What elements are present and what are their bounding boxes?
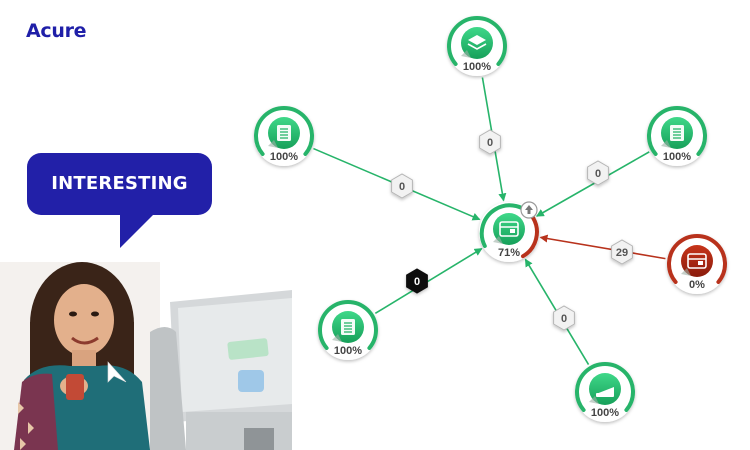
edge-upper-right[interactable] <box>535 151 650 217</box>
node-tail <box>461 50 471 58</box>
window-icon <box>499 221 519 237</box>
node-tail <box>681 268 691 276</box>
edge-right[interactable] <box>539 234 666 260</box>
upload-icon[interactable] <box>520 201 538 219</box>
document-icon <box>670 125 684 141</box>
health-ring <box>575 362 635 412</box>
layers-icon <box>467 35 487 50</box>
node-tail <box>493 236 503 244</box>
node-tail <box>589 396 599 404</box>
edge-count-badge[interactable]: 0 <box>406 268 428 294</box>
service-node-upper-left[interactable]: 100% <box>254 106 314 166</box>
hub-node[interactable]: 71% <box>479 201 539 262</box>
edge-count: 29 <box>616 247 628 259</box>
edge-count: 0 <box>414 276 420 288</box>
node-tail <box>268 140 278 148</box>
service-node-upper-right[interactable]: 100% <box>647 106 707 166</box>
node-core <box>681 245 713 277</box>
health-ring <box>447 16 507 66</box>
edge-count-badge[interactable]: 0 <box>553 305 575 331</box>
node-percent: 100% <box>270 151 298 163</box>
service-node-right[interactable]: 0% <box>667 234 727 294</box>
health-ring-error <box>521 216 539 259</box>
brand-logo: Acure <box>26 20 87 42</box>
node-tail <box>661 140 671 148</box>
node-core <box>493 213 525 245</box>
health-ring <box>254 106 314 156</box>
node-percent: 100% <box>334 345 362 357</box>
health-ring <box>647 106 707 156</box>
edge-count-badge[interactable]: 0 <box>391 173 413 199</box>
health-ring <box>318 300 378 350</box>
device-icon <box>596 387 614 397</box>
edge-count: 0 <box>561 313 567 325</box>
edge-count: 0 <box>487 137 493 149</box>
service-node-bottom[interactable]: 100% <box>575 362 635 422</box>
edge-count-badge[interactable]: 0 <box>479 129 501 155</box>
node-percent: 71% <box>498 247 520 259</box>
edge-count-badge[interactable]: 29 <box>611 239 633 265</box>
speech-bubble: INTERESTING <box>27 153 212 215</box>
edge-count: 0 <box>399 181 405 193</box>
health-ring <box>667 234 727 284</box>
edge-count: 0 <box>595 168 601 180</box>
reaction-photo-illustration <box>0 262 292 450</box>
window-icon <box>687 253 707 269</box>
edge-lower-left[interactable] <box>374 247 483 315</box>
node-tail <box>332 334 342 342</box>
node-percent: 100% <box>591 407 619 419</box>
node-percent: 100% <box>663 151 691 163</box>
node-percent: 0% <box>689 279 705 291</box>
speech-bubble-tail <box>120 212 156 248</box>
speech-bubble-text: INTERESTING <box>51 173 188 194</box>
document-icon <box>277 125 291 141</box>
service-node-top[interactable]: 100% <box>447 16 507 76</box>
node-percent: 100% <box>463 61 491 73</box>
edge-count-badge[interactable]: 0 <box>587 160 609 186</box>
document-icon <box>341 319 355 335</box>
reaction-image <box>0 262 292 450</box>
service-node-lower-left[interactable]: 100% <box>318 300 378 360</box>
